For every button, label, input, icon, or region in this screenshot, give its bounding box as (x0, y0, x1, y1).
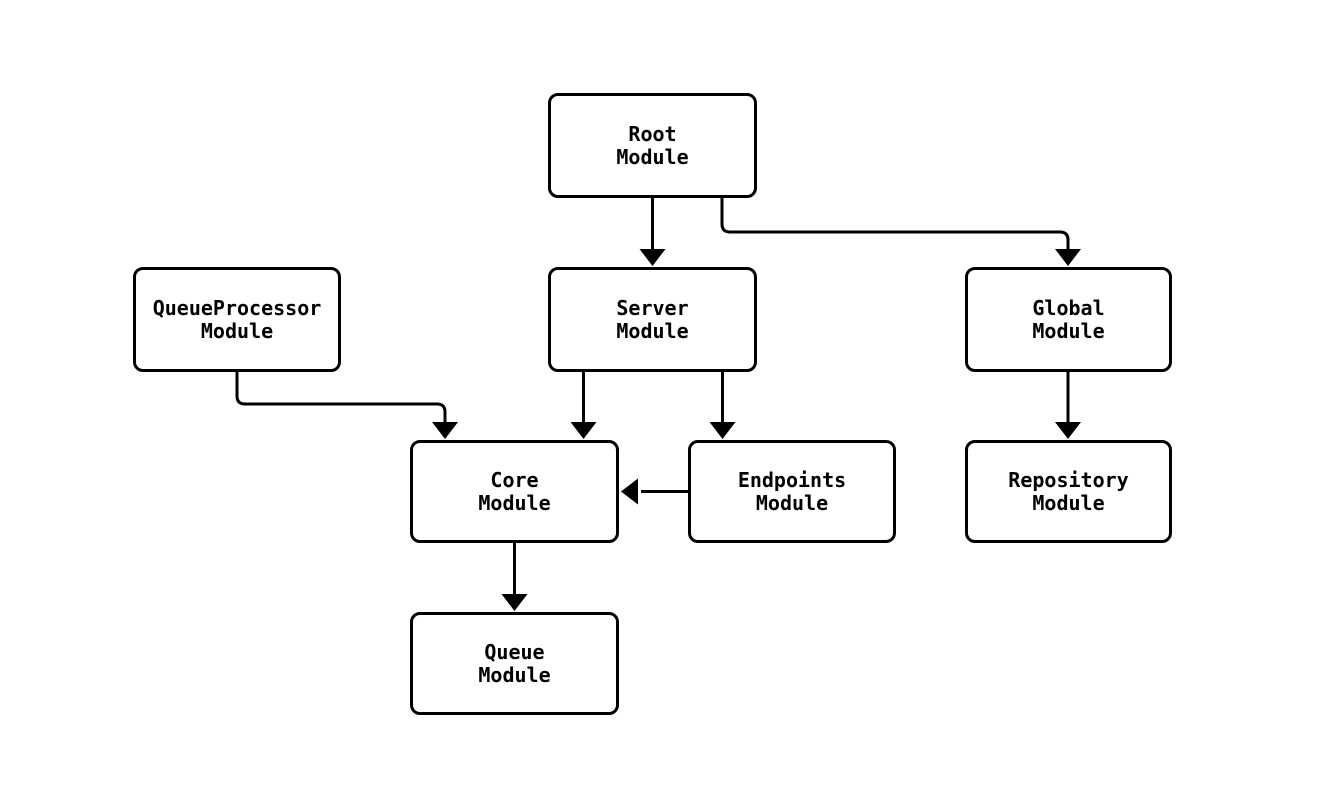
node-global-module-label: Global Module (1032, 295, 1105, 343)
node-queue-module-label: Queue Module (478, 639, 551, 687)
node-server-module-label: Server Module (616, 295, 689, 343)
node-repository-module-label: Repository Module (1008, 467, 1129, 515)
node-root-module: Root Module (548, 93, 757, 198)
edge-queueprocessor-core (235, 372, 458, 439)
edge-endpoints-core (621, 478, 688, 505)
edge-root-server (639, 198, 666, 266)
edge-root-global (720, 198, 1081, 266)
node-repository-module: Repository Module (965, 440, 1172, 543)
node-core-module-label: Core Module (478, 467, 551, 515)
node-queueprocessor-module: QueueProcessor Module (133, 267, 341, 372)
node-endpoints-module: Endpoints Module (688, 440, 896, 543)
node-root-module-label: Root Module (616, 121, 689, 169)
node-global-module: Global Module (965, 267, 1172, 372)
node-queue-module: Queue Module (410, 612, 619, 715)
node-endpoints-module-label: Endpoints Module (737, 467, 847, 515)
edge-global-repository (1055, 372, 1081, 439)
node-server-module: Server Module (548, 267, 757, 372)
node-core-module: Core Module (410, 440, 619, 543)
edge-server-core (570, 372, 597, 439)
edge-core-queue (501, 543, 528, 611)
node-queueprocessor-module-label: QueueProcessor Module (152, 295, 322, 343)
edge-server-endpoints (709, 372, 736, 439)
